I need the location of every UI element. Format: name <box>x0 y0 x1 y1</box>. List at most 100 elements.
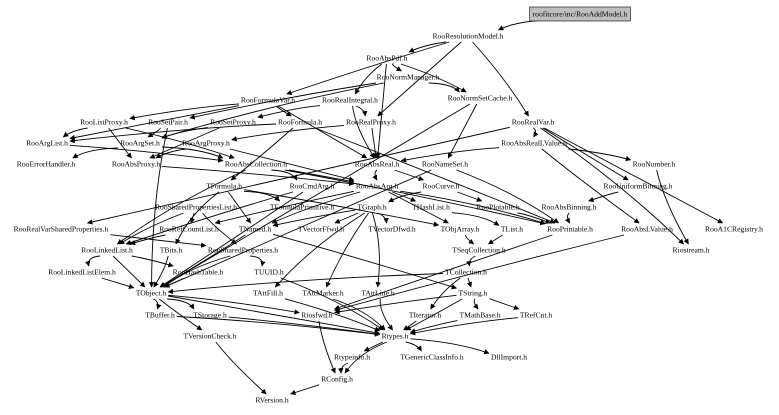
node-realintegral: RooRealIntegral.h <box>322 96 378 105</box>
node-tvectordfwd: TVectorDfwd.h <box>368 225 416 234</box>
node-tgenericclassinfo: TGenericClassInfo.h <box>400 353 464 362</box>
node-label: TUUID.h <box>254 268 284 277</box>
edge-abslvalue-to-riosfwd <box>334 234 625 312</box>
node-tversioncheck: TVersionCheck.h <box>184 332 237 341</box>
node-formulavar: RooFormulaVar.h <box>241 96 295 105</box>
edge-tbits-to-tobject <box>153 255 169 288</box>
edge-argset-to-abscollection <box>161 146 224 159</box>
node-label: RooPlotable.h <box>476 203 519 212</box>
edge-absbinning-to-printable <box>564 212 571 224</box>
node-absreallvalue: RooAbsRealLValue.h <box>501 139 567 148</box>
node-tformula: TFormula.h <box>206 182 242 191</box>
node-label: RooAbsArg.h <box>356 182 398 191</box>
node-label: Rtypeinfo.h <box>334 353 370 362</box>
node-realvarsharedprop: RooRealVarSharedProperties.h <box>14 225 109 234</box>
edge-tformula-to-tobjarray <box>243 189 440 227</box>
edge-normsetcache-to-tobject <box>160 103 471 288</box>
node-curve: RooCurve.h <box>423 182 460 191</box>
edge-normmgr-to-normsetcache <box>428 82 460 93</box>
node-tattfill: TAttFill.h <box>253 289 283 298</box>
edge-abscollection-to-printable <box>284 169 546 226</box>
node-label: TSeqCollection.h <box>452 246 506 255</box>
edge-argset-to-errorhandler <box>72 147 119 159</box>
node-label: RooA1CRegistry.h <box>705 225 763 234</box>
node-label: RooSharedProperties.h <box>208 246 278 255</box>
edge-nameset-to-tobject <box>164 169 432 288</box>
node-linkedlistelem: RooLinkedListElem.h <box>48 268 116 277</box>
node-label: RooAbsCollection.h <box>225 160 287 169</box>
node-tobjarray: TObjArray.h <box>441 225 480 234</box>
node-tmathbase: TMathBase.h <box>459 311 500 320</box>
edge-listproxy-to-abscollection <box>125 127 235 160</box>
edge-linkedlistelem-to-tobject <box>101 277 135 289</box>
edges-layer <box>62 19 724 396</box>
edge-resmodel-to-realvar <box>472 41 529 117</box>
edge-sharedproplist-to-sharedprop <box>202 212 237 245</box>
edge-abspdf-to-normsetcache <box>400 63 467 93</box>
node-tuuid: TUUID.h <box>254 268 284 277</box>
node-label: TFormulaPrimitive.h <box>270 203 335 212</box>
edge-formula-to-printable <box>314 127 556 224</box>
node-label: Riostream.h <box>673 246 710 255</box>
node-riostream: Riostream.h <box>673 246 710 255</box>
node-argproxy: RooArgProxy.h <box>182 139 230 148</box>
edge-formulavar-to-listproxy <box>129 103 239 121</box>
edge-tuuid-to-rtypes <box>280 277 384 331</box>
node-resmodel: RooResolutionModel.h <box>432 32 503 41</box>
edge-tgraph-to-tvectorffwd <box>334 212 359 224</box>
node-tcollection: TCollection.h <box>445 268 487 277</box>
node-label: TStorage.h <box>193 311 227 320</box>
node-root: roofitcore/inc/RooAddModel.h <box>529 6 631 22</box>
node-rtypes: Rtypes.h <box>382 332 409 341</box>
edge-absreallvalue-to-abslvalue <box>541 148 640 224</box>
node-label: TAttMarker.h <box>302 289 344 298</box>
edge-tformula-to-tformulaprim <box>243 190 281 202</box>
node-label: RooArgProxy.h <box>182 139 230 148</box>
node-abspdf: RooAbsPdf.h <box>366 54 407 63</box>
edge-setpair-to-tobject <box>148 127 168 288</box>
node-label: roofitcore/inc/RooAddModel.h <box>533 10 628 19</box>
node-absbinning: RooAbsBinning.h <box>541 203 596 212</box>
edge-tnamed-to-tobject <box>160 234 246 288</box>
edge-realvar-to-a1cregistry <box>544 127 724 224</box>
node-label: RooHashTable.h <box>173 268 224 277</box>
node-sharedproplist: RooSharedPropertiesList.h <box>155 203 237 212</box>
node-label: DllImport.h <box>491 353 527 362</box>
edge-realvarsharedprop-to-sharedprop <box>110 234 207 248</box>
edge-tformula-to-tbits <box>175 191 220 245</box>
node-errorhandler: RooErrorHandler.h <box>17 160 76 169</box>
node-label: RooSetProxy.h <box>210 118 256 127</box>
node-argset: RooArgSet.h <box>120 139 160 148</box>
node-realvar: RooRealVar.h <box>512 118 555 127</box>
node-listproxy: RooListProxy.h <box>80 118 128 127</box>
edge-argproxy-to-absproxy <box>155 148 187 159</box>
node-label: RConfig.h <box>321 375 353 384</box>
edge-linkedlist-to-linkedlistelem <box>84 255 101 267</box>
edge-refcountlist-to-linkedlist <box>129 234 166 246</box>
node-label: TList.h <box>501 225 523 234</box>
node-tvectorffwd: TVectorFfwd.h <box>298 225 344 234</box>
edge-uniformbinning-to-absbinning <box>588 191 619 202</box>
node-tbits: TBits.h <box>160 246 183 255</box>
edge-formulavar-to-arglist <box>69 105 239 141</box>
node-label: RooAbsPdf.h <box>366 54 407 63</box>
edge-tgraph-to-tattfill <box>274 212 365 288</box>
node-setpair: RooSetPair.h <box>148 118 188 127</box>
edge-realproxy-to-argproxy <box>231 124 345 142</box>
edge-tobject-to-riosfwd <box>168 294 300 315</box>
node-tattline: TAttLine.h <box>361 289 395 298</box>
node-label: TVectorFfwd.h <box>298 225 344 234</box>
node-label: RooSetPair.h <box>148 118 188 127</box>
edge-linkedlist-to-hashtable <box>131 255 174 268</box>
node-nameset: RooNameSet.h <box>422 160 468 169</box>
edge-argproxy-to-absarg <box>229 148 355 182</box>
edge-curve-to-plotable <box>457 191 483 202</box>
edge-cmdarg-to-tobject <box>159 191 304 288</box>
edge-root-to-resmodel <box>498 19 550 31</box>
node-tnamed: TNamed.h <box>239 225 271 234</box>
node-cmdarg: RooCmdArg.h <box>290 182 335 191</box>
edge-formula-to-arglist <box>69 123 277 144</box>
edge-absarg-to-tobjarray <box>388 191 449 224</box>
node-a1cregistry: RooA1CRegistry.h <box>705 225 763 234</box>
node-absarg: RooAbsArg.h <box>356 182 398 191</box>
